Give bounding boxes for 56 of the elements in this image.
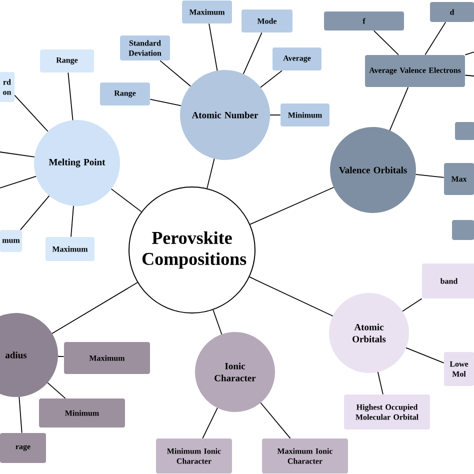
connector-line xyxy=(14,94,48,132)
connector-line xyxy=(242,32,262,74)
subtopic-box: Standard Deviation xyxy=(120,36,170,60)
connector-line xyxy=(58,356,64,358)
subtopic-box: Minimum Ionic Character xyxy=(156,438,232,474)
subtopic-box: Max xyxy=(444,163,474,195)
subtopic-box: Maximum Ionic Character xyxy=(262,438,348,474)
subtopic-box: Lowe Mol xyxy=(444,352,474,386)
connector-line xyxy=(260,70,282,88)
connector-line xyxy=(260,402,291,439)
connector-line xyxy=(212,309,222,335)
connector-line xyxy=(464,52,474,56)
connector-line xyxy=(424,22,446,56)
connector-line xyxy=(373,30,399,56)
connector-line xyxy=(389,86,409,131)
subtopic-box: Range xyxy=(40,50,94,72)
connector-line xyxy=(70,205,74,238)
connector-line xyxy=(18,396,22,434)
subtopic-box: rage xyxy=(0,433,46,463)
connector-line xyxy=(68,72,74,121)
subtopic-box: f xyxy=(324,12,404,30)
subtopic-box: Maximum xyxy=(182,0,232,24)
subtopic-box: Minimum xyxy=(39,398,125,428)
connector-line xyxy=(402,298,422,312)
empty-box xyxy=(452,220,474,240)
subtopic-box: mum xyxy=(0,230,22,252)
connector-line xyxy=(202,408,218,439)
subtopic-box: d xyxy=(430,2,474,22)
subtopic-box: Average Valence Electrons xyxy=(365,55,465,87)
subtopic-box: Range xyxy=(100,82,150,106)
subtopic-box: Minimum xyxy=(280,104,330,126)
subtopic-box: Maximum xyxy=(46,237,94,261)
subtopic-box: Highest Occupied Molecular Orbital xyxy=(344,394,430,430)
connector-line xyxy=(47,382,66,399)
subtopic-box: rd on xyxy=(0,72,14,102)
connector-line xyxy=(464,74,474,76)
connector-line xyxy=(377,372,384,395)
connector-line xyxy=(150,98,182,106)
empty-box xyxy=(455,122,474,140)
connector-line xyxy=(250,186,334,225)
connector-line xyxy=(415,174,444,178)
connector-line xyxy=(20,195,50,230)
connector-line xyxy=(0,152,35,158)
connector-line xyxy=(206,158,215,189)
connector-line xyxy=(52,282,138,334)
connector-line xyxy=(0,176,37,188)
connector-line xyxy=(249,276,334,316)
subtopic-box: Average xyxy=(272,48,322,70)
connector-line xyxy=(208,23,218,72)
subtopic-box: Mode xyxy=(242,10,292,32)
connector-line xyxy=(406,347,444,364)
connector-line xyxy=(160,60,191,87)
connector-line xyxy=(110,188,142,212)
connector-line xyxy=(270,114,281,116)
subtopic-box: band xyxy=(422,264,474,298)
subtopic-box: Maximum xyxy=(64,342,150,374)
